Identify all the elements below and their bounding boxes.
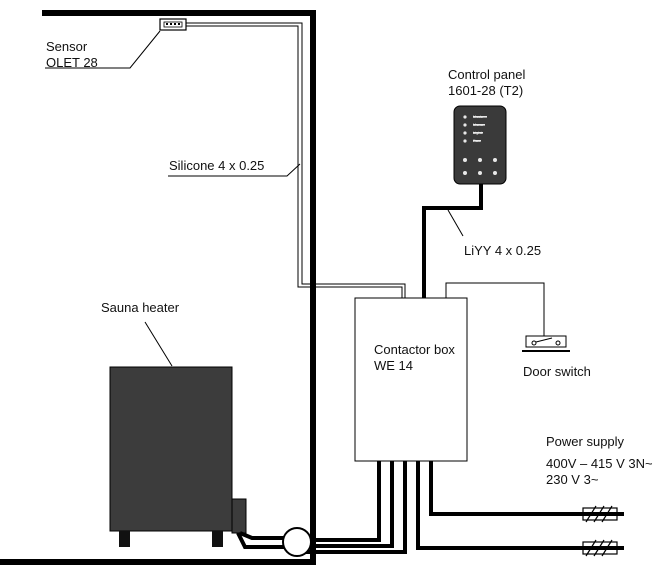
liyy-cable-label: LiYY 4 x 0.25 [464,243,542,258]
contactor-box-label: Contactor box WE 14 [374,342,455,374]
contactor-box-label-line-1: Contactor box [374,342,455,357]
power-supply-label-line-3: 230 V 3~ [546,472,599,487]
sensor-icon [159,18,187,31]
sensor-leader-line [45,30,161,69]
power-supply-breaks [582,505,618,557]
power-supply-label: Power supply 400V – 415 V 3N~ 230 V 3~ [546,434,653,488]
heater-cables [236,461,407,554]
silicone-leader-line [168,163,301,177]
heater-leader-line [144,321,173,367]
control-panel-label: Control panel 1601-28 (T2) [448,67,525,99]
silicone-cable [186,22,406,298]
sensor-label: Sensor OLET 28 [46,39,98,71]
panel-text-light: Light [473,130,482,135]
sauna-walls [0,10,316,565]
panel-text-fan: Fan [473,138,480,143]
power-supply-label-line-2: 400V – 415 V 3N~ [546,456,653,471]
control-panel-text: Mode Menu Light Fan [473,113,483,145]
control-panel-label-line-1: Control panel [448,67,526,82]
sauna-heater-label: Sauna heater [101,300,180,315]
door-switch-icon [522,335,570,352]
door-switch-wire [445,282,545,336]
liyy-leader-line [447,209,464,237]
silicone-cable-label: Silicone 4 x 0.25 [169,158,265,173]
contactor-box [354,297,468,462]
sauna-heater [109,366,247,547]
contactor-box-label-line-2: WE 14 [374,358,414,373]
power-supply-label-line-1: Power supply [546,434,625,449]
sensor-label-line-1: Sensor [46,39,88,54]
power-supply-cables [416,461,624,550]
control-panel-label-line-2: 1601-28 (T2) [448,83,524,98]
control-panel [453,105,507,185]
door-switch-label: Door switch [523,364,591,379]
cable-grommet [282,527,312,557]
sensor-label-line-2: OLET 28 [46,55,98,70]
panel-text-mode: Mode [473,114,484,119]
panel-text-menu: Menu [473,122,484,127]
panel-cable [422,184,483,298]
